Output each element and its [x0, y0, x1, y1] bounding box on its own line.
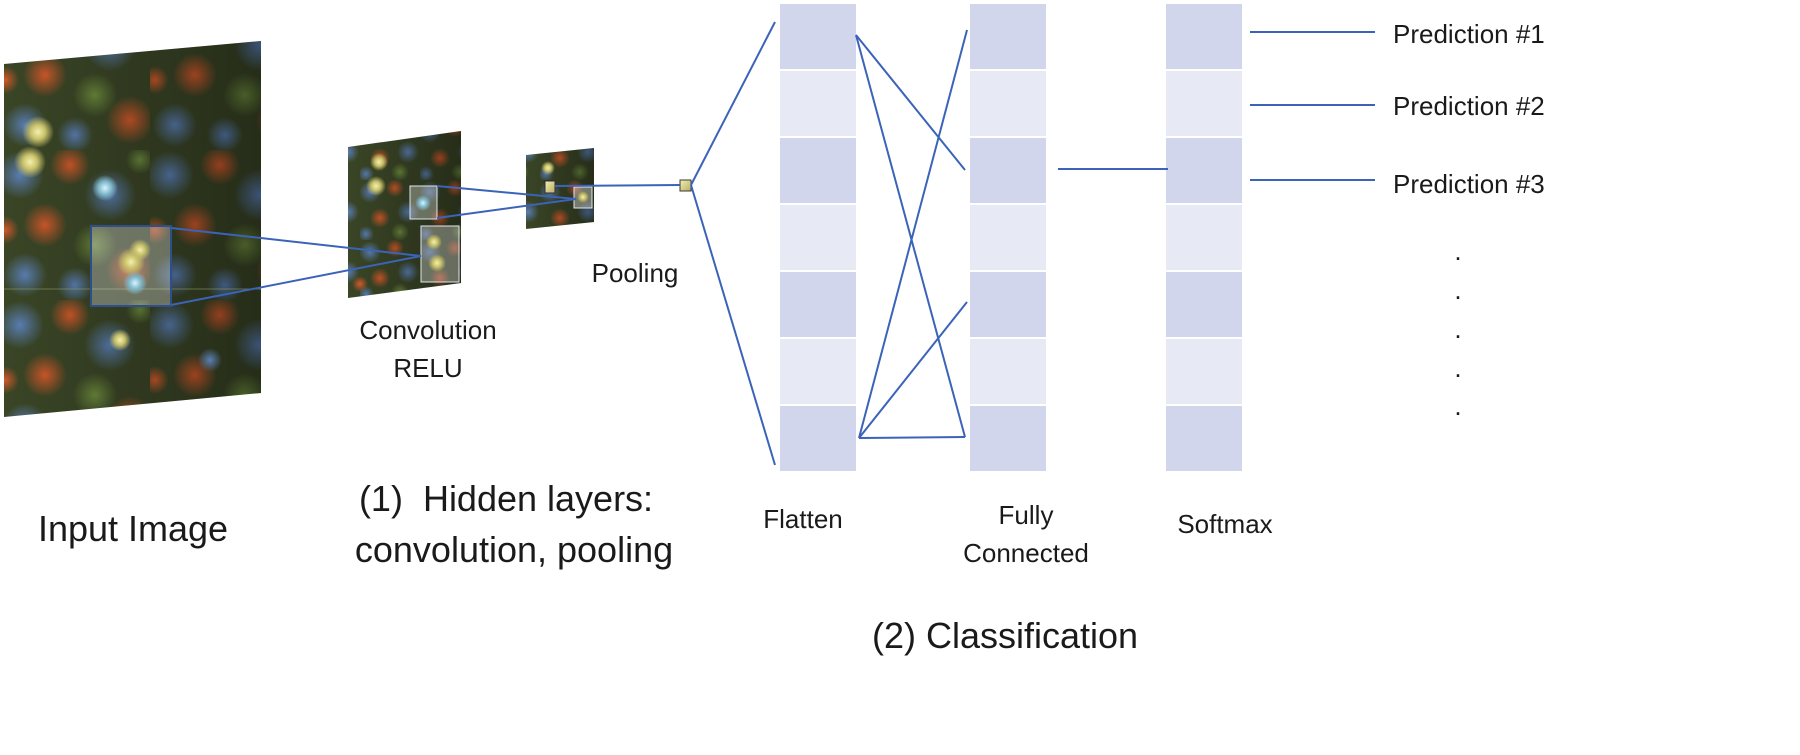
softmax-column	[1164, 2, 1244, 473]
neuron-cell	[968, 136, 1048, 205]
neuron-cell	[778, 337, 858, 406]
convolution-feature-map	[348, 131, 461, 298]
ellipsis-dot: .	[1454, 353, 1461, 383]
neuron-cell	[1164, 136, 1244, 205]
prediction-1-label: Prediction #1	[1393, 19, 1545, 49]
neuron-cell	[1164, 203, 1244, 272]
flatten-column	[778, 2, 858, 473]
neuron-cell	[1164, 69, 1244, 138]
pool-window-left	[544, 180, 556, 194]
hidden-layer-connections	[170, 21, 776, 466]
neuron-cell	[778, 2, 858, 71]
pooled-neuron	[679, 179, 692, 192]
hidden-layers-subtitle: convolution, pooling	[355, 529, 673, 570]
fully-label: Fully	[999, 500, 1054, 530]
neuron-cell	[778, 136, 858, 205]
input-image-label: Input Image	[38, 508, 228, 549]
pooling-feature-map	[526, 148, 594, 229]
classification-title: (2) Classification	[872, 615, 1138, 656]
classification-connections	[855, 29, 1375, 439]
neuron-cell	[778, 69, 858, 138]
neuron-cell	[778, 404, 858, 473]
neuron-cell	[968, 203, 1048, 272]
neuron-cell	[968, 337, 1048, 406]
neuron-cell	[778, 203, 858, 272]
ellipsis-dot: .	[1454, 236, 1461, 266]
neuron-cell	[968, 270, 1048, 339]
flatten-label: Flatten	[763, 504, 843, 534]
softmax-label: Softmax	[1177, 509, 1272, 539]
input-image-shade	[4, 41, 261, 417]
neuron-cell	[1164, 270, 1244, 339]
ellipsis-dot: .	[1454, 391, 1461, 421]
conv-window-bottom	[420, 225, 460, 283]
neuron-cell	[778, 270, 858, 339]
neuron-cell	[968, 69, 1048, 138]
hidden-layers-title: (1) Hidden layers:	[359, 478, 653, 519]
neuron-cell	[1164, 2, 1244, 71]
prediction-2-label: Prediction #2	[1393, 91, 1545, 121]
prediction-3-label: Prediction #3	[1393, 169, 1545, 199]
neuron-cell	[968, 2, 1048, 71]
neuron-cell	[1164, 337, 1244, 406]
ellipsis: . . . . .	[1454, 236, 1461, 421]
ellipsis-dot: .	[1454, 314, 1461, 344]
neuron-cell	[968, 404, 1048, 473]
input-image	[4, 41, 261, 417]
ellipsis-dot: .	[1454, 275, 1461, 305]
fully-connected-column	[968, 2, 1048, 473]
pooling-label: Pooling	[592, 258, 679, 288]
convolution-label: Convolution	[359, 315, 496, 345]
connected-label: Connected	[963, 538, 1089, 568]
relu-label: RELU	[393, 353, 462, 383]
neuron-cell	[1164, 404, 1244, 473]
